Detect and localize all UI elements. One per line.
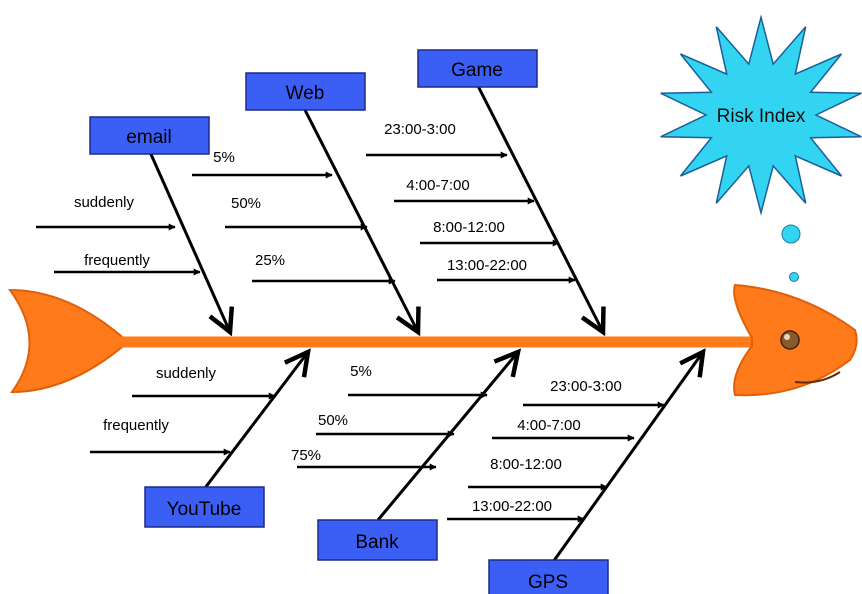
web-cause-1-label: 5% <box>213 149 235 166</box>
bank-box <box>317 519 438 561</box>
gps-bone <box>551 352 703 563</box>
youtube-bone <box>203 352 308 489</box>
game-cause-1-label: 23:00-3:00 <box>384 121 456 138</box>
bank-cause-3-label: 75% <box>291 447 321 464</box>
bank-cause-1-label: 5% <box>350 363 372 380</box>
game-cause-2-label: 4:00-7:00 <box>406 177 469 194</box>
gps-cause-2-label: 4:00-7:00 <box>517 417 580 434</box>
bank-bone <box>376 352 518 521</box>
risk-index-starburst: Risk Index <box>660 14 862 216</box>
web-box <box>245 72 366 111</box>
gps-box-label: GPS <box>528 572 568 593</box>
youtube-cause-2-label: frequently <box>103 417 169 434</box>
gps-cause-1-label: 23:00-3:00 <box>550 378 622 395</box>
web-bone <box>303 109 418 332</box>
thought-bubble-large <box>781 224 801 244</box>
game-cause-4-label: 13:00-22:00 <box>447 257 527 274</box>
web-box-label: Web <box>286 83 325 104</box>
web-cause-2-label: 50% <box>231 195 261 212</box>
email-bone <box>148 151 230 332</box>
email-cause-2-label: frequently <box>84 252 150 269</box>
bank-cause-2-label: 50% <box>318 412 348 429</box>
game-cause-3-label: 8:00-12:00 <box>433 219 505 236</box>
gps-cause-4-label: 13:00-22:00 <box>472 498 552 515</box>
risk-index-label: Risk Index <box>717 106 806 127</box>
email-box-label: email <box>126 127 171 148</box>
fish-head-icon <box>733 283 858 397</box>
bank-box-label: Bank <box>355 532 399 553</box>
gps-box <box>488 559 609 594</box>
game-box <box>417 49 538 88</box>
gps-cause-3-label: 8:00-12:00 <box>490 456 562 473</box>
game-bone <box>476 85 603 332</box>
game-box-label: Game <box>451 60 503 81</box>
fish-tail-icon <box>8 288 130 394</box>
email-cause-1-label: suddenly <box>74 194 135 211</box>
youtube-box <box>144 486 265 528</box>
web-cause-3-label: 25% <box>255 252 285 269</box>
youtube-box-label: YouTube <box>167 499 242 520</box>
email-box <box>89 116 210 155</box>
thought-bubble-small <box>789 272 799 282</box>
youtube-cause-1-label: suddenly <box>156 365 217 382</box>
